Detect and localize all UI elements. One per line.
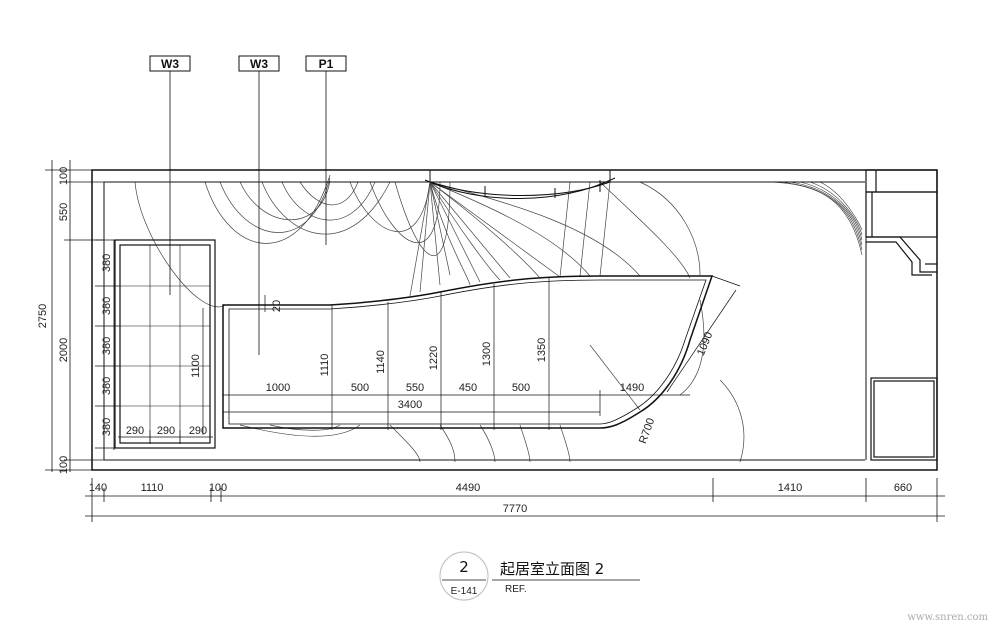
dim-cell-5: 380 [101, 418, 113, 436]
dim-cell-2: 380 [101, 297, 113, 315]
dim-bottom-660: 660 [894, 482, 912, 494]
dim-bottom-140: 140 [89, 482, 107, 494]
dim-cell-1: 380 [101, 254, 113, 272]
ceiling-contours [134, 174, 745, 463]
dim-bottom-total: 7770 [503, 503, 527, 515]
drawing-title: 起居室立面图 2 [500, 560, 604, 578]
dim-cabinet-w2: 290 [157, 425, 175, 437]
counter-dimensions [222, 275, 741, 430]
dim-w-500a: 500 [351, 382, 369, 394]
dim-left-550: 550 [58, 203, 70, 221]
dim-h-1140: 1140 [375, 350, 387, 374]
title-block: 2 E-141 起居室立面图 2 REF. [439, 551, 640, 601]
dim-bottom-4490: 4490 [456, 482, 480, 494]
dim-bottom-1410: 1410 [778, 482, 802, 494]
right-cabinets [865, 169, 938, 461]
dim-cell-3: 380 [101, 337, 113, 355]
dim-w-1490: 1490 [620, 382, 644, 394]
dim-cabinet-w1: 290 [126, 425, 144, 437]
dim-counter-offset: 20 [271, 300, 283, 312]
dim-h-1350: 1350 [536, 338, 548, 362]
dim-left-outer: 2750 [37, 304, 49, 328]
dim-h-1220: 1220 [428, 346, 440, 370]
left-dimensions [45, 160, 120, 472]
wall-outline [91, 169, 938, 471]
left-cabinet [114, 239, 216, 449]
dim-cabinet-w3: 290 [189, 425, 207, 437]
sheet-number: E-141 [451, 586, 478, 597]
svg-text:W3: W3 [250, 57, 268, 71]
watermark: www.snren.com [907, 612, 988, 623]
cabinet-dimensions [118, 308, 213, 444]
dim-w-450: 450 [459, 382, 477, 394]
dim-cabinet-h: 1100 [190, 354, 202, 378]
dim-left-2000: 2000 [58, 338, 70, 362]
dim-w-1000: 1000 [266, 382, 290, 394]
tag-w3-mid: W3 [238, 55, 280, 355]
tag-w3-left: W3 [149, 55, 191, 295]
dim-counter-total: 3400 [398, 399, 422, 411]
corner-sweep [769, 181, 863, 256]
dim-h-1300: 1300 [481, 342, 493, 366]
drawing-number: 2 [459, 558, 469, 576]
dim-radius: R700 [637, 417, 657, 446]
dim-bottom-100: 100 [209, 482, 227, 494]
counter-outline [222, 275, 714, 429]
ref-label: REF. [505, 584, 527, 595]
material-tags: W3 W3 P1 [149, 55, 347, 355]
dim-left-bottom: 100 [58, 456, 70, 474]
svg-text:W3: W3 [161, 57, 179, 71]
dim-cell-4: 380 [101, 377, 113, 395]
dim-h-1110: 1110 [319, 354, 331, 377]
dim-bottom-1110: 1110 [141, 482, 164, 494]
dim-w-550: 550 [406, 382, 424, 394]
bottom-dimensions [85, 478, 945, 522]
dim-left-top: 100 [58, 167, 70, 185]
svg-text:P1: P1 [319, 57, 334, 71]
tag-p1: P1 [305, 55, 347, 245]
dim-slant: 1090 [695, 330, 715, 357]
ceiling-recess [424, 170, 616, 199]
dim-w-500b: 500 [512, 382, 530, 394]
